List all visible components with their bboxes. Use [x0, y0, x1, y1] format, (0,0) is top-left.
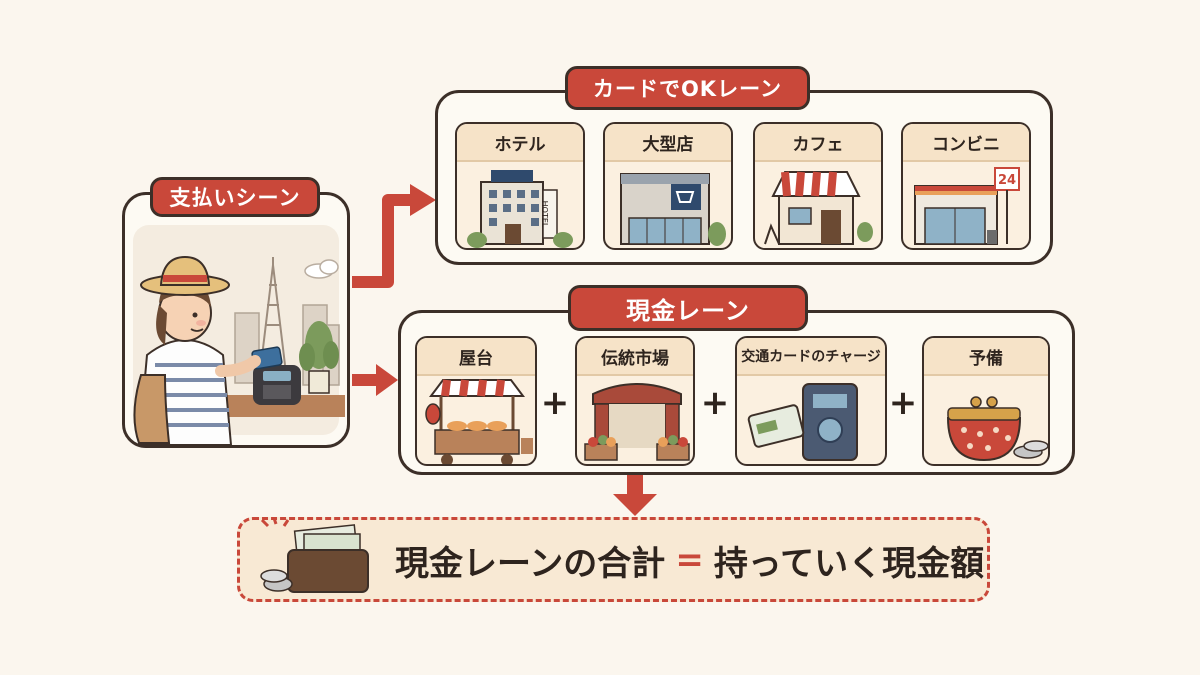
equals-sign: =	[675, 540, 704, 580]
card-transit-card-charge-label: 交通カードのチャージ	[737, 338, 885, 376]
plus-sign: +	[700, 383, 730, 423]
card-large-store-label: 大型店	[605, 124, 731, 162]
scene-label: 支払いシーン	[150, 177, 320, 217]
total-formula: 現金レーンの合計 = 持っていく現金額	[395, 535, 984, 585]
wallet-icon	[260, 518, 369, 593]
transit-card-reader-icon	[747, 383, 858, 461]
card-large-store: 大型店	[603, 122, 733, 250]
card-traditional-market: 伝統市場	[575, 336, 695, 466]
total-left-text: 現金レーンの合計	[395, 543, 666, 584]
plus-sign: +	[540, 383, 570, 423]
card-reserve-label: 予備	[924, 338, 1048, 376]
arrow-down-to-total	[613, 472, 657, 516]
card-cafe-label: カフェ	[755, 124, 881, 162]
card-terminal-icon	[253, 365, 301, 405]
card-hotel: ホテル HOTEL	[455, 122, 585, 250]
convenience-store-icon: 24	[914, 167, 1020, 245]
card-convenience-store-label: コンビニ	[903, 124, 1029, 162]
coin-purse-icon	[946, 396, 1048, 462]
plus-sign: +	[888, 383, 918, 423]
tower-icon	[260, 257, 286, 366]
plant-icon	[299, 321, 339, 394]
card-street-stall-label: 屋台	[417, 338, 535, 376]
card-cafe: カフェ	[753, 122, 883, 250]
card-reserve: 予備	[922, 336, 1050, 466]
card-hotel-label: ホテル	[457, 124, 583, 162]
hotel-sign-text: HOTEL	[540, 201, 549, 228]
24h-badge: 24	[998, 173, 1016, 188]
card-convenience-store: コンビニ 24	[901, 122, 1031, 250]
arrow-to-cash-lane	[352, 364, 398, 396]
hotel-icon: HOTEL	[467, 170, 573, 248]
department-store-icon	[620, 173, 726, 246]
traveler-person-icon	[133, 255, 261, 445]
scene-panel	[122, 192, 350, 448]
arrow-to-card-lane	[352, 184, 436, 288]
total-right-text: 持っていく現金額	[713, 543, 985, 584]
card-traditional-market-label: 伝統市場	[577, 338, 693, 376]
card-lane-label: カードでOKレーン	[565, 66, 810, 110]
cafe-icon	[764, 171, 873, 245]
cash-lane-label: 現金レーン	[568, 285, 808, 331]
card-transit-card-charge: 交通カードのチャージ	[735, 336, 887, 466]
market-gate-icon	[584, 383, 690, 461]
scene-illustration	[133, 225, 345, 445]
cloud-icon	[304, 259, 339, 279]
food-stall-icon	[425, 379, 533, 464]
card-street-stall: 屋台	[415, 336, 537, 466]
